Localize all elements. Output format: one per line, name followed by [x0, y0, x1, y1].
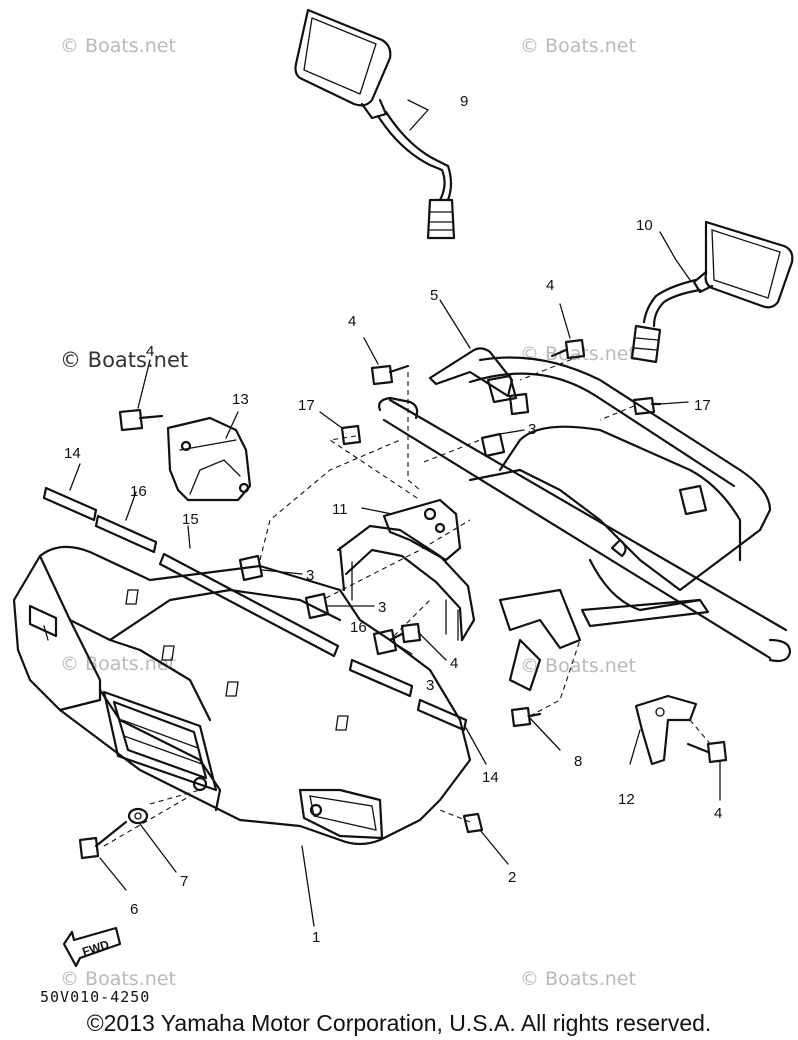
callout-16-a: 16	[130, 483, 147, 500]
callout-numbers: 9 10 5 4 4 4 17 17 13 3 14 16 11 15 3 3 …	[64, 93, 722, 946]
part-9-left-mirror	[294, 8, 456, 240]
callout-4-d: 4	[450, 655, 458, 672]
watermark-2: © Boats.net	[520, 35, 636, 57]
bolt-4-upper-left	[118, 408, 164, 432]
part-5-bracket	[428, 347, 530, 416]
callout-9: 9	[460, 93, 468, 110]
callout-17-a: 17	[298, 397, 315, 414]
watermark-3: © Boats.net	[60, 348, 188, 372]
callout-4-a: 4	[546, 277, 554, 294]
hardware-small	[78, 694, 698, 860]
watermark-7: © Boats.net	[60, 968, 176, 990]
drawing-code: 50V010-4250	[40, 988, 151, 1006]
bolt-4-upper-right	[550, 338, 586, 360]
bolt-4-right	[686, 740, 728, 764]
watermark-8: © Boats.net	[520, 968, 636, 990]
callout-4-e: 4	[714, 805, 722, 822]
callout-5: 5	[430, 287, 438, 304]
callout-12: 12	[618, 791, 635, 808]
callout-4-c: 4	[146, 343, 154, 360]
copyright-notice: ©2013 Yamaha Motor Corporation, U.S.A. A…	[86, 1010, 712, 1036]
callout-2: 2	[508, 869, 516, 886]
callout-14-a: 14	[64, 445, 81, 462]
callout-8: 8	[574, 753, 582, 770]
callout-3-a: 3	[528, 421, 536, 438]
part-1-headlight-cowl	[12, 545, 472, 846]
callout-6: 6	[130, 901, 138, 918]
callout-15: 15	[182, 511, 199, 528]
watermark-6: © Boats.net	[520, 655, 636, 677]
bolt-4-upper-mid	[370, 364, 410, 386]
callout-3-b: 3	[306, 567, 314, 584]
callout-1: 1	[312, 929, 320, 946]
part-10-right-mirror	[630, 220, 794, 364]
part-4-bolts	[118, 338, 728, 764]
callout-10: 10	[636, 217, 653, 234]
callout-7: 7	[180, 873, 188, 890]
callout-4-b: 4	[348, 313, 356, 330]
bolt-4-center	[388, 622, 422, 644]
strips-14-15-16	[42, 486, 468, 732]
watermarks: © Boats.net © Boats.net © Boats.net © Bo…	[60, 35, 636, 990]
part-3-grommets	[238, 432, 506, 656]
handlebar-frame	[378, 356, 792, 692]
leader-lines	[69, 99, 721, 927]
callout-13: 13	[232, 391, 249, 408]
fwd-label: FWD	[81, 937, 112, 959]
part-17-bolts	[340, 396, 662, 446]
callout-3-d: 3	[426, 677, 434, 694]
callout-3-c: 3	[378, 599, 386, 616]
callout-17-b: 17	[694, 397, 711, 414]
callout-11: 11	[332, 501, 348, 518]
part-13-cover	[166, 416, 252, 502]
watermark-4: © Boats.net	[520, 343, 636, 365]
callout-14-b: 14	[482, 769, 499, 786]
part-11-stay	[336, 498, 476, 642]
watermark-1: © Boats.net	[60, 35, 176, 57]
callout-16-b: 16	[350, 619, 367, 636]
watermark-5: © Boats.net	[60, 653, 176, 675]
fwd-arrow: FWD	[62, 926, 122, 968]
